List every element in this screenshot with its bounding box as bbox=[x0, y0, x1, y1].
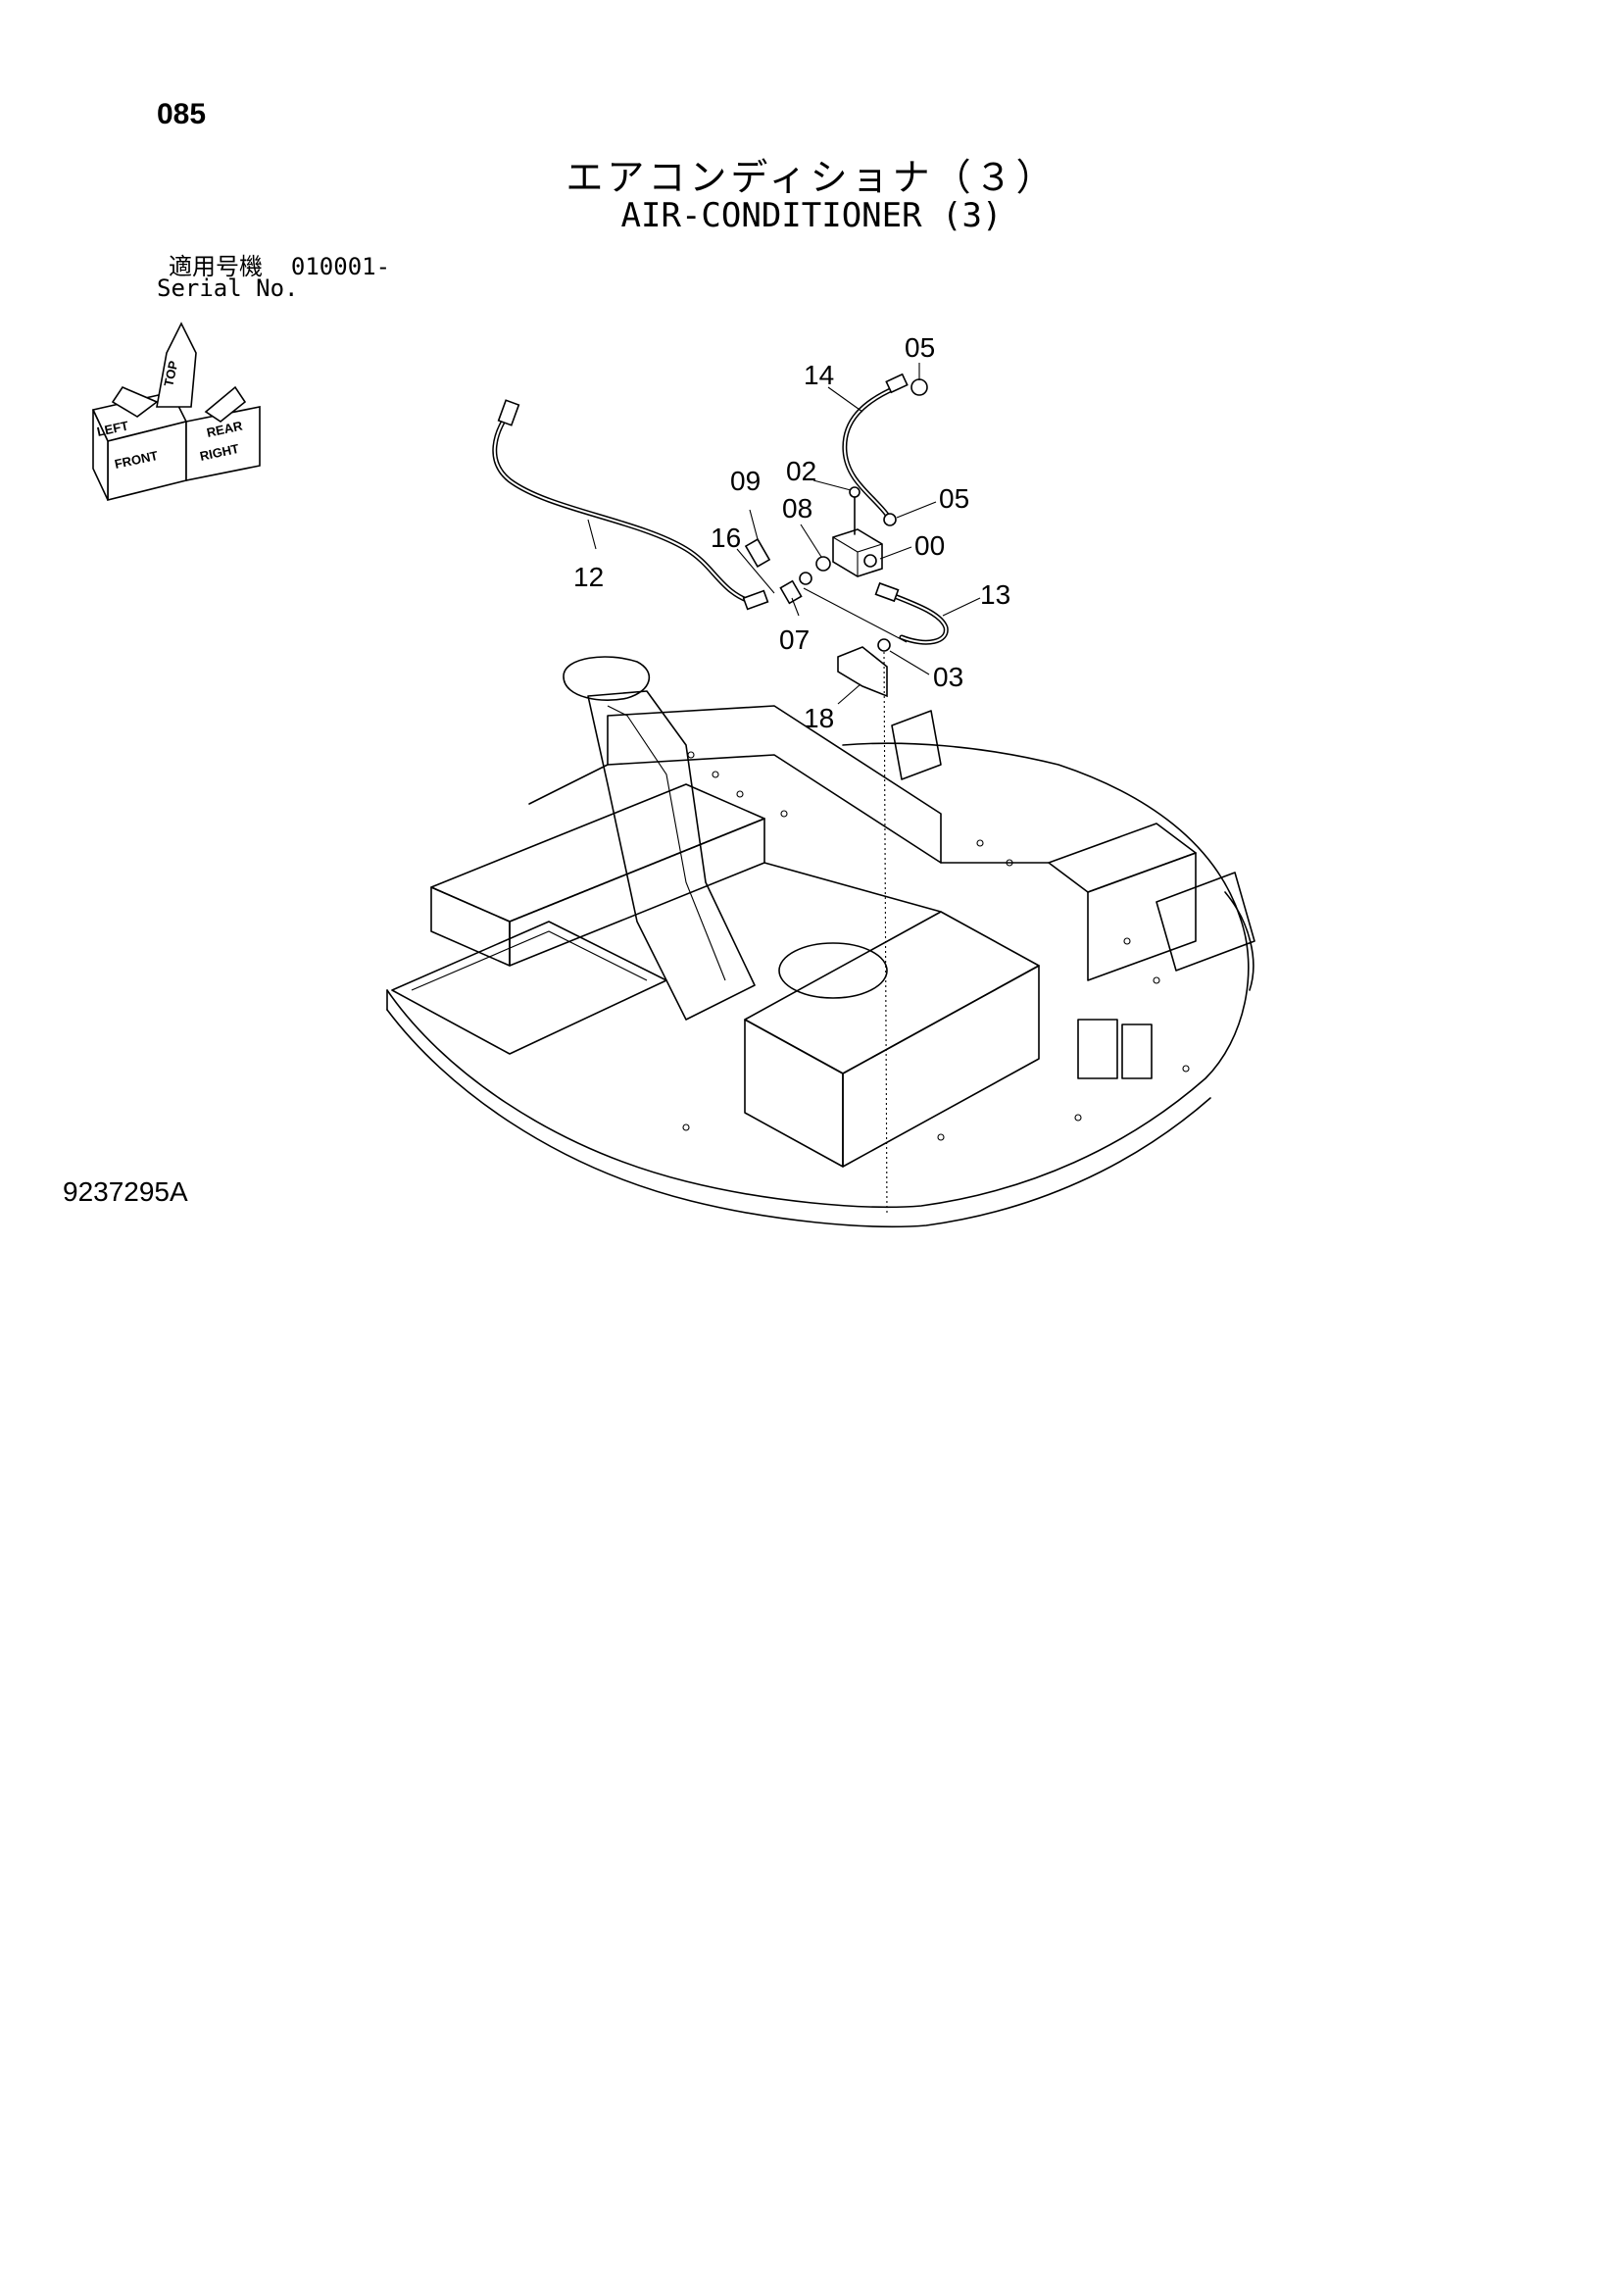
callout-12: 12 bbox=[573, 562, 604, 592]
hose-12 bbox=[492, 399, 769, 611]
callout-14: 14 bbox=[804, 360, 834, 390]
upper-frame bbox=[386, 656, 1255, 1228]
serial-value: 010001- bbox=[290, 253, 391, 280]
callout-18: 18 bbox=[804, 703, 834, 733]
drawing-number: 9237295A bbox=[63, 1176, 188, 1207]
valve-block-00 bbox=[744, 486, 908, 643]
callout-05-middle: 05 bbox=[939, 483, 969, 514]
callout-00: 00 bbox=[914, 530, 945, 561]
callout-16: 16 bbox=[711, 523, 741, 553]
serial-number-jp: 適用号機 010001- bbox=[169, 247, 390, 281]
hose-13 bbox=[874, 581, 949, 645]
callout-08: 08 bbox=[782, 493, 812, 524]
callout-05-top: 05 bbox=[905, 332, 935, 363]
title-japanese: エアコンディショナ（３） bbox=[566, 156, 1057, 199]
callout-02: 02 bbox=[786, 456, 816, 486]
callout-13: 13 bbox=[980, 579, 1010, 610]
bracket-18 bbox=[837, 638, 891, 1217]
callout-07: 07 bbox=[779, 624, 810, 655]
serial-label-en: Serial No. bbox=[157, 275, 299, 302]
title-english: AIR-CONDITIONER (3) bbox=[620, 196, 1003, 235]
callout-09: 09 bbox=[730, 466, 761, 496]
orientation-cube-icon: FRONT TOP RIGHT LEFT REAR bbox=[91, 322, 261, 502]
page-number: 085 bbox=[157, 98, 207, 130]
serial-label-jp: 適用号機 bbox=[169, 253, 263, 280]
hose-14 bbox=[842, 373, 928, 518]
bolt-holes bbox=[682, 751, 1190, 1141]
leader-lines bbox=[587, 363, 981, 705]
orientation-label-left: LEFT bbox=[96, 418, 130, 438]
orientation-label-top: TOP bbox=[161, 359, 180, 387]
callout-03: 03 bbox=[933, 662, 963, 692]
